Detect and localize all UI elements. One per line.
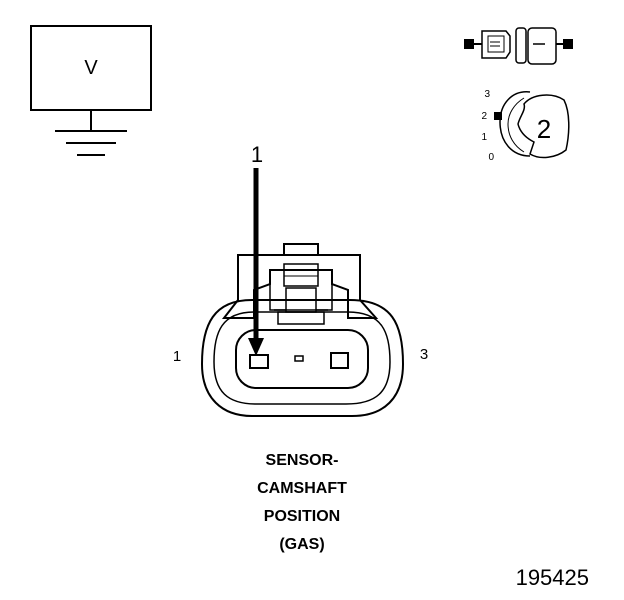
connector-caption: SENSOR- CAMSHAFT POSITION (GAS) [257, 452, 347, 553]
caption-line-1: SENSOR- [266, 452, 339, 469]
voltmeter-label: V [84, 57, 98, 79]
sensor-connector: 1 3 [173, 243, 428, 417]
selector-dial-icon [499, 91, 531, 157]
terminal-1 [249, 354, 269, 369]
selector-scale-2: 2 [481, 111, 487, 122]
caption-line-4: (GAS) [279, 536, 324, 553]
selector-pointer [494, 112, 502, 120]
probe-callout-label: 1 [251, 142, 263, 167]
caption-line-3: POSITION [264, 508, 340, 525]
selector-scale-1: 1 [481, 132, 487, 143]
connector-housing [200, 299, 405, 417]
voltmeter: V [30, 25, 152, 156]
pin-label-right: 3 [420, 346, 428, 363]
terminal-2 [294, 355, 304, 362]
locking-tab [283, 243, 319, 255]
probe-callout: 1 [248, 142, 264, 356]
rotary-selector: 3 2 1 0 2 [481, 89, 570, 163]
probe-arrow-head [248, 338, 264, 356]
pin-label-left: 1 [173, 348, 181, 365]
selector-scale-0: 0 [488, 152, 494, 163]
selector-value: 2 [537, 114, 551, 144]
selector-scale-3: 3 [484, 89, 490, 100]
caption-line-2: CAMSHAFT [257, 480, 347, 497]
connector-face [235, 329, 369, 389]
terminal-3 [330, 352, 349, 369]
figure-id: 195425 [516, 565, 589, 590]
harness-connector-icon [464, 27, 573, 65]
selector-knob-icon [517, 94, 570, 159]
